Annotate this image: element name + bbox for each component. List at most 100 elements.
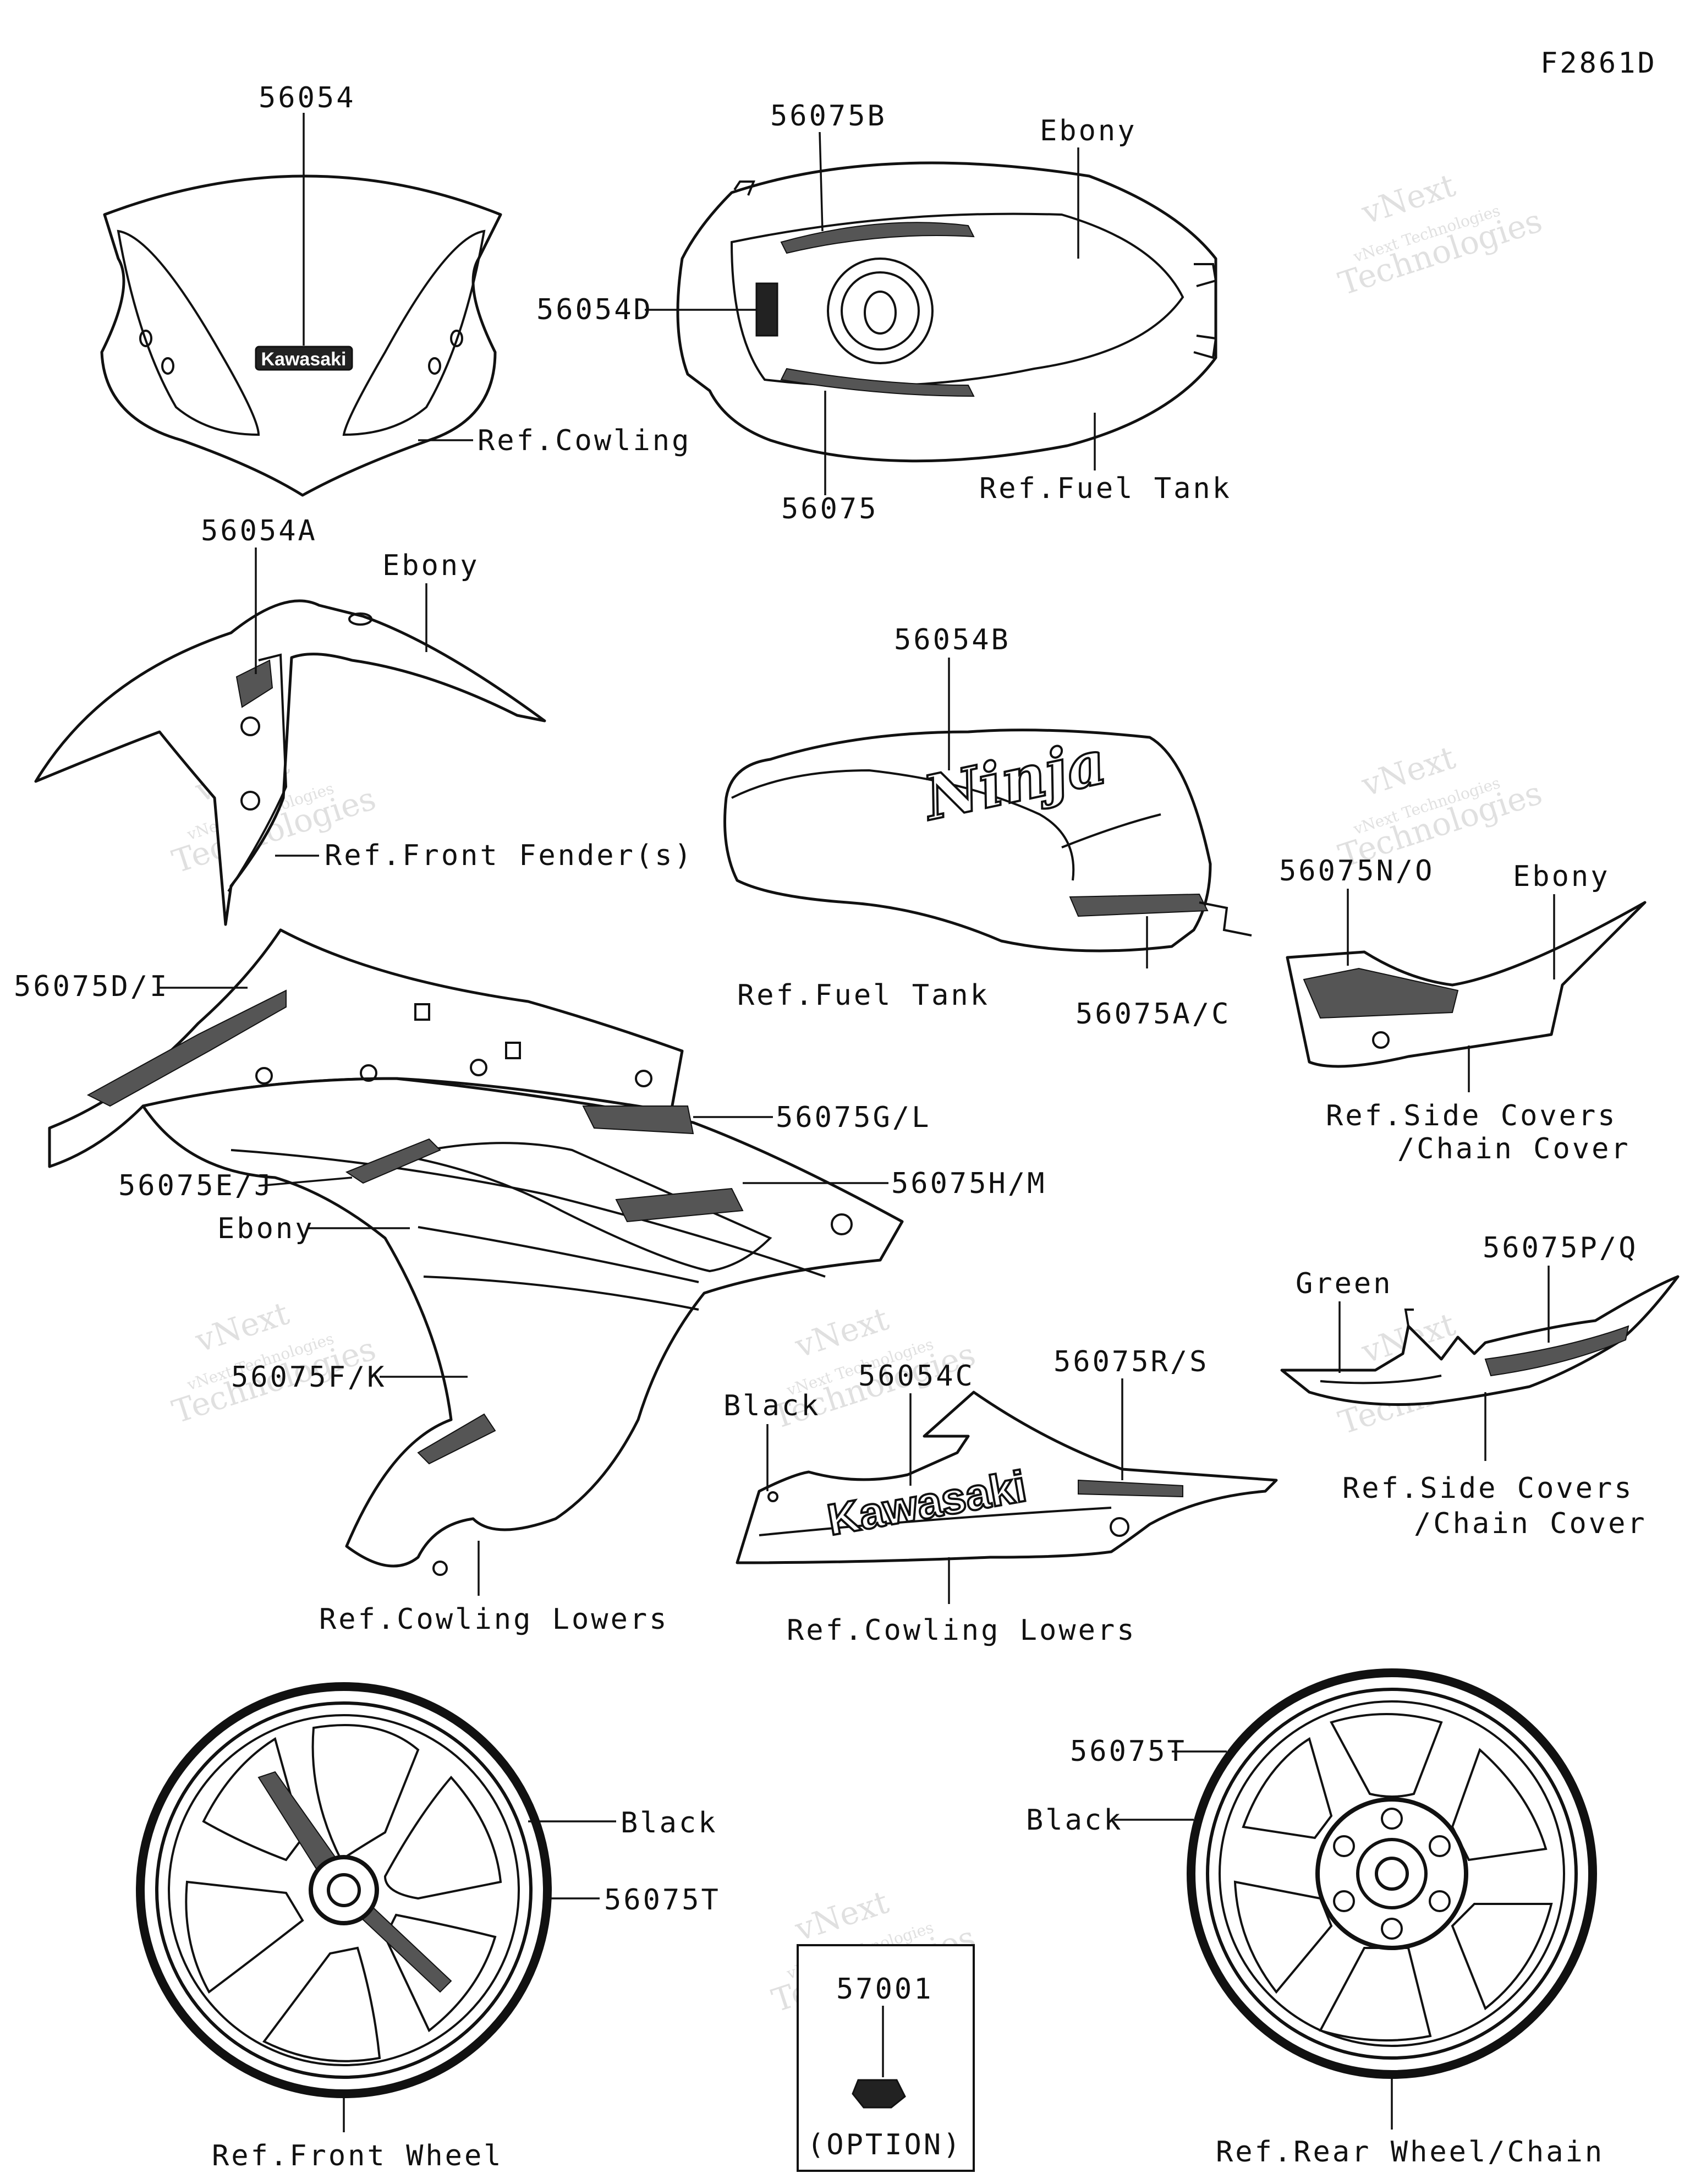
fuel-tank-top-part[interactable]	[676, 161, 1217, 463]
rear-wheel-stud	[1429, 1890, 1451, 1912]
cowling-clip	[414, 1003, 430, 1021]
label-ebony-sidecover[interactable]: Ebony	[1513, 860, 1610, 893]
label-56054c[interactable]: 56054C	[858, 1360, 975, 1393]
fender-decal	[235, 659, 273, 708]
cowling-bolt	[635, 1070, 652, 1087]
side-cover-body	[1286, 901, 1647, 1068]
ref-chain-cover-1[interactable]: /Chain Cover	[1397, 1132, 1631, 1165]
label-57001[interactable]: 57001	[836, 1973, 934, 2006]
option-frame	[797, 1944, 975, 2172]
label-56075t-front[interactable]: 56075T	[604, 1884, 721, 1917]
lower-body	[736, 1391, 1278, 1564]
rear-wheel-stud	[1381, 1808, 1403, 1830]
fuel-cap-lock	[864, 291, 897, 335]
tank-mount-left	[733, 180, 755, 196]
windshield-left-vent	[117, 229, 260, 436]
label-ebony-tank[interactable]: Ebony	[1040, 114, 1137, 147]
windshield-bolt	[139, 330, 152, 347]
tank-side-bracket	[1199, 901, 1252, 937]
label-56075hm[interactable]: 56075H/M	[891, 1167, 1046, 1200]
main-cowling-part[interactable]	[48, 928, 904, 1576]
label-56075rs[interactable]: 56075R/S	[1053, 1345, 1209, 1378]
windshield-part[interactable]: Kawasaki	[100, 174, 502, 497]
rear-wheel-stud	[1381, 1918, 1403, 1940]
windshield-logo: Kawasaki	[261, 349, 347, 370]
option-box[interactable]: 57001 (OPTION)	[797, 1944, 975, 2172]
tank-side-stripe	[1069, 893, 1209, 917]
rear-wheel-stud	[1333, 1890, 1355, 1912]
front-fender-part[interactable]	[34, 599, 546, 926]
fender-inner	[227, 653, 288, 893]
label-56075fk[interactable]: 56075F/K	[231, 1361, 386, 1394]
ref-cowling[interactable]: Ref.Cowling	[478, 424, 691, 457]
front-wheel-part[interactable]	[136, 1682, 552, 2098]
front-wheel-spoke-window	[383, 1913, 497, 2033]
label-ebony-fender[interactable]: Ebony	[382, 549, 480, 582]
side-cover-bolt	[1372, 1031, 1390, 1049]
tail-crease	[1320, 1375, 1442, 1384]
rear-wheel-rim-inner	[1206, 1688, 1578, 2060]
tank-lower-stripe	[780, 368, 975, 397]
label-56075[interactable]: 56075	[781, 492, 879, 526]
label-56075di[interactable]: 56075D/I	[14, 970, 169, 1003]
label-56075pq[interactable]: 56075P/Q	[1483, 1231, 1638, 1265]
label-black-front-wheel[interactable]: Black	[621, 1807, 718, 1840]
side-cover-stripe	[1303, 967, 1459, 1019]
label-56075t-rear[interactable]: 56075T	[1070, 1735, 1187, 1768]
label-56054b[interactable]: 56054B	[894, 623, 1011, 656]
lower-stripe	[1078, 1479, 1183, 1498]
side-cover-lower-part[interactable]	[1280, 1275, 1680, 1406]
lower-crease	[759, 1507, 1112, 1536]
ref-fuel-tank-side[interactable]: Ref.Fuel Tank	[737, 979, 990, 1012]
label-56075no[interactable]: 56075N/O	[1279, 855, 1434, 888]
cowling-stripe-e	[345, 1138, 441, 1184]
front-wheel-spoke-window	[262, 1946, 381, 2062]
lower-bolt	[1110, 1517, 1129, 1537]
label-ebony-cowling[interactable]: Ebony	[217, 1212, 315, 1245]
front-wheel-rim-edge	[168, 1714, 520, 2066]
ref-rear-wheel[interactable]: Ref.Rear Wheel/Chain	[1216, 2136, 1604, 2169]
rear-wheel-spoke-window	[1319, 1947, 1432, 2041]
rear-wheel-axle	[1375, 1857, 1409, 1891]
label-56075gl[interactable]: 56075G/L	[776, 1101, 931, 1134]
side-cover-upper-part[interactable]	[1286, 901, 1647, 1068]
ref-side-covers-2[interactable]: Ref.Side Covers	[1342, 1472, 1634, 1505]
ref-chain-cover-2[interactable]: /Chain Cover	[1414, 1507, 1647, 1540]
cowling-crease	[418, 1226, 699, 1283]
label-56075ej[interactable]: 56075E/J	[118, 1169, 273, 1202]
ref-fuel-tank-top[interactable]: Ref.Fuel Tank	[979, 472, 1232, 505]
windshield-logo-plate	[255, 346, 353, 371]
windshield-body	[100, 174, 502, 497]
fender-bolt	[240, 716, 260, 736]
fuel-tank-side-part[interactable]: Ninja	[723, 725, 1252, 953]
label-black-rear-wheel[interactable]: Black	[1026, 1804, 1123, 1837]
label-56054d[interactable]: 56054D	[536, 293, 653, 326]
label-56075b[interactable]: 56075B	[770, 100, 887, 133]
fender-body	[34, 599, 546, 926]
rear-wheel-spoke-window	[1233, 1880, 1333, 1994]
label-green-tail[interactable]: Green	[1296, 1267, 1393, 1300]
rear-wheel-rim-edge	[1219, 1700, 1565, 2047]
rear-wheel-spoke-window	[1242, 1737, 1333, 1840]
tank-mount-right	[1193, 263, 1217, 359]
cowling-bolt	[255, 1067, 273, 1085]
cowling-stripe-f	[417, 1413, 496, 1465]
label-56054[interactable]: 56054	[259, 81, 356, 114]
option-part-icon	[852, 2079, 906, 2109]
cowling-bolt	[470, 1059, 487, 1076]
ref-side-covers-1[interactable]: Ref.Side Covers	[1326, 1099, 1617, 1132]
label-56054a[interactable]: 56054A	[201, 514, 317, 548]
cowling-vent	[401, 1142, 772, 1273]
windshield-bolt	[428, 357, 441, 375]
rear-wheel-spoke-window	[1451, 1903, 1553, 2011]
tail-stripe	[1484, 1325, 1629, 1377]
rear-wheel-part[interactable]	[1187, 1668, 1597, 2079]
ref-cowling-lowers-1[interactable]: Ref.Cowling Lowers	[319, 1603, 669, 1636]
ref-front-fender[interactable]: Ref.Front Fender(s)	[325, 839, 694, 872]
tank-top-inner	[730, 212, 1184, 387]
label-black-lower[interactable]: Black	[723, 1389, 821, 1422]
ref-front-wheel[interactable]: Ref.Front Wheel	[212, 2139, 503, 2172]
label-56075ac[interactable]: 56075A/C	[1076, 998, 1231, 1031]
ref-cowling-lowers-2[interactable]: Ref.Cowling Lowers	[787, 1614, 1137, 1647]
